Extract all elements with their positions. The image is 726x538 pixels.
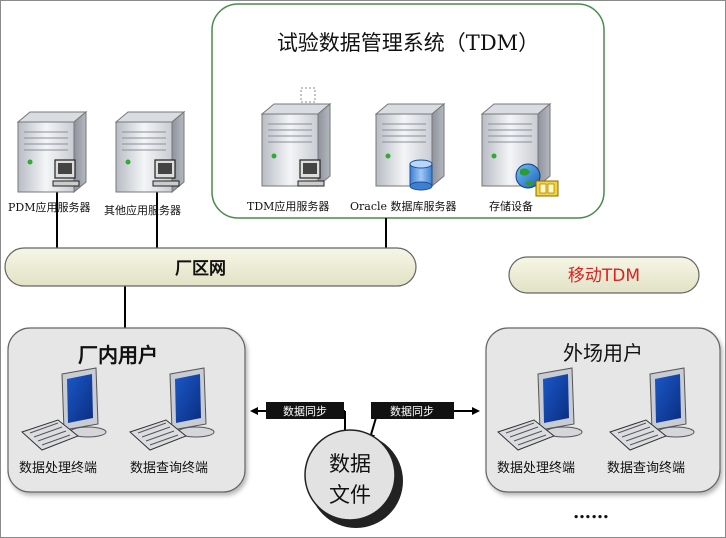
data-file-line1: 数据 [329, 452, 371, 476]
terminal-label: 数据查询终端 [130, 460, 208, 476]
folder-icon [535, 180, 559, 197]
other-app-server: 其他应用服务器 [104, 110, 186, 217]
server-tower-icon [114, 110, 186, 194]
selection-handle [300, 87, 316, 103]
tdm-app-server: TDM应用服务器 [247, 102, 332, 213]
connector-lines [56, 190, 387, 328]
sync-label-left: 数据同步 [266, 402, 344, 419]
server-label: TDM应用服务器 [247, 199, 329, 213]
tdm-system-title: 试验数据管理系统（TDM） [277, 31, 539, 55]
terminal-computer-icon [497, 367, 583, 451]
sync-label-right: 数据同步 [371, 402, 454, 419]
workstation-icon [297, 159, 325, 187]
terminal-label: 数据处理终端 [19, 460, 97, 476]
sync-label: 数据同步 [390, 404, 434, 418]
workstation-icon [152, 159, 180, 187]
server-label: 其他应用服务器 [104, 203, 181, 217]
oracle-db-server: Oracle 数据库服务器 [350, 102, 457, 213]
terminal-label: 数据处理终端 [497, 460, 575, 476]
pdm-server: PDM应用服务器 [8, 110, 90, 214]
group-title: 厂内用户 [78, 343, 158, 367]
external-users-group: 外场用户 数据处理终端 数据查询终端 [485, 327, 721, 493]
mobile-tdm-box: 移动TDM [508, 256, 700, 294]
server-label: Oracle 数据库服务器 [350, 199, 457, 213]
storage-device: 存储设备 [480, 102, 559, 213]
more-ellipsis: …… [573, 502, 609, 523]
workstation-icon [52, 159, 80, 187]
database-cylinder-icon [409, 159, 433, 191]
server-tower-icon [16, 110, 88, 194]
terminal-computer-icon [129, 367, 215, 451]
network-label: 厂区网 [175, 259, 226, 279]
data-file-disk: 数据 文件 [304, 429, 403, 528]
internal-users-group: 厂内用户 数据处理终端 数据查询终端 [7, 327, 246, 493]
group-title: 外场用户 [563, 341, 643, 365]
terminal-computer-icon [21, 367, 107, 451]
terminal-computer-icon [609, 367, 695, 451]
globe-icon [515, 163, 541, 189]
terminal-label: 数据查询终端 [607, 460, 685, 476]
factory-network-bus: 厂区网 [4, 247, 417, 287]
mobile-tdm-label: 移动TDM [568, 266, 640, 286]
data-file-line2: 文件 [329, 483, 371, 507]
server-label: 存储设备 [489, 199, 533, 213]
server-label: PDM应用服务器 [8, 200, 90, 214]
sync-label: 数据同步 [283, 404, 327, 418]
